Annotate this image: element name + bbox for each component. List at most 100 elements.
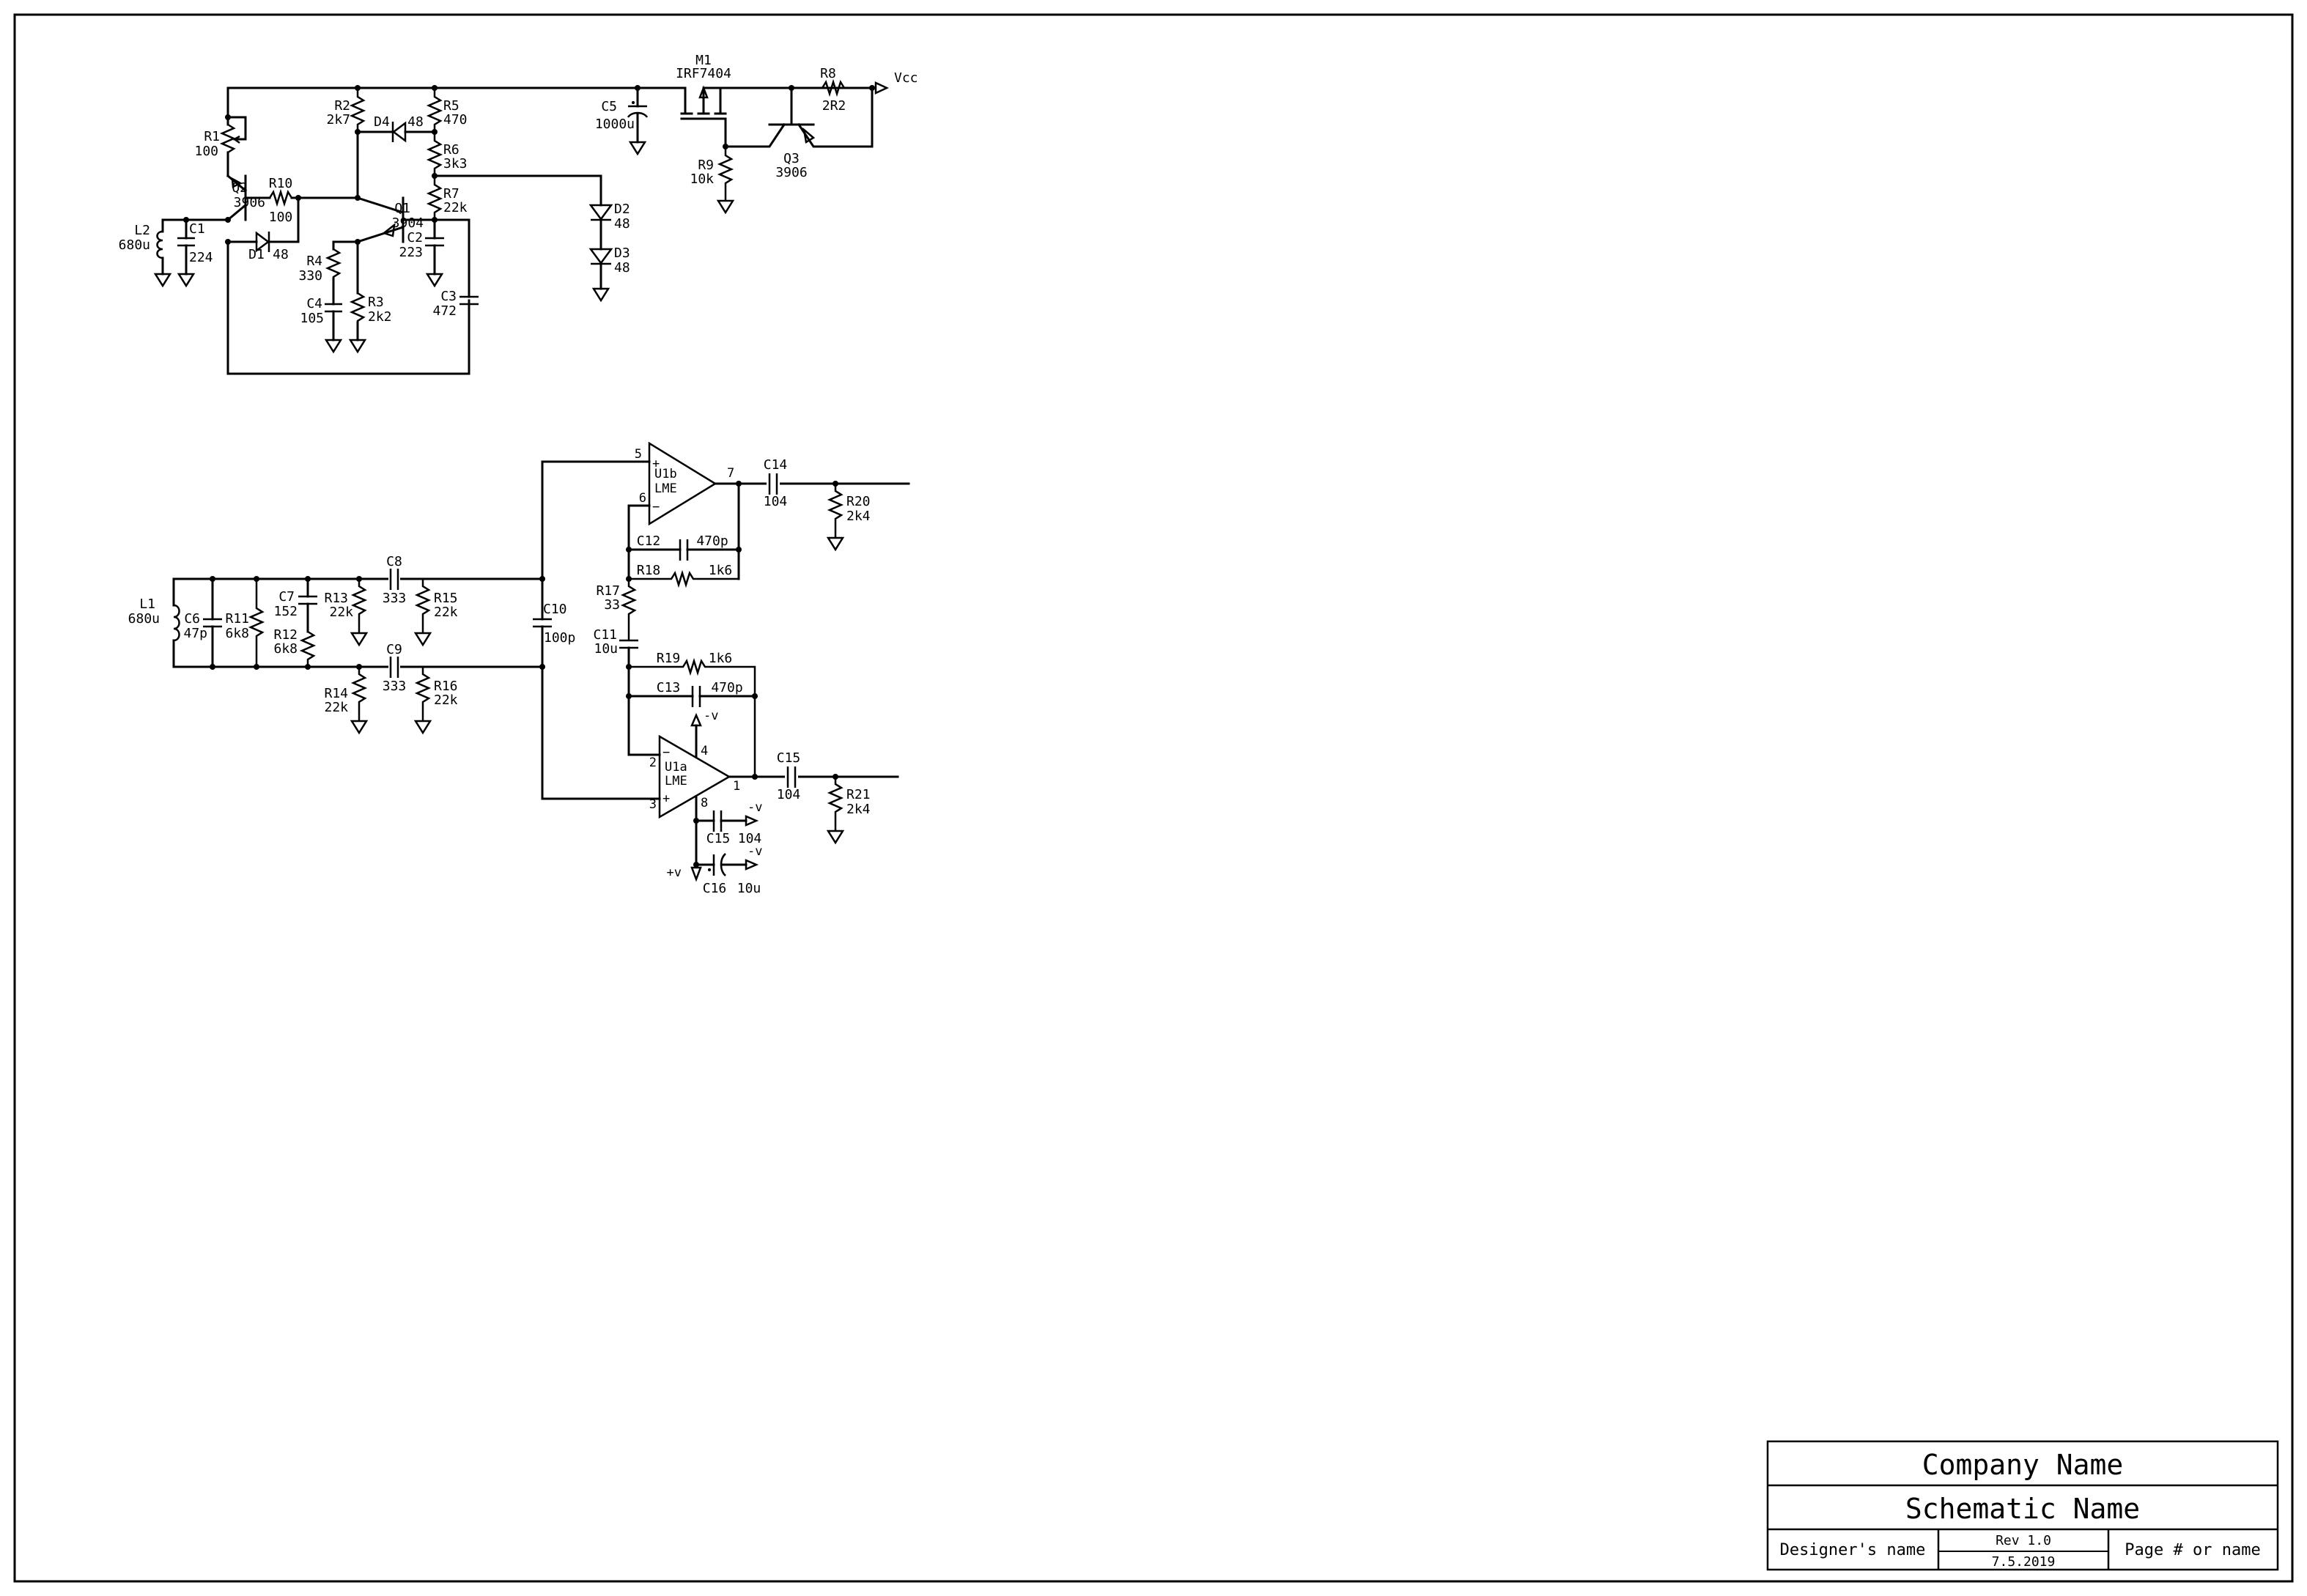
u1a-plus-sign: +	[662, 791, 670, 806]
r17-value: 33	[604, 597, 620, 613]
c2-value: 223	[399, 245, 423, 260]
r20-value: 2k4	[846, 509, 871, 524]
title-block: Company Name Schematic Name Designer's n…	[1766, 1440, 2279, 1571]
m1-ref: M1	[695, 53, 712, 68]
neg-supply-label: -v	[748, 800, 762, 815]
wire	[627, 646, 661, 756]
r10-ref: R10	[269, 176, 293, 191]
r6-value: 3k3	[443, 156, 468, 171]
wire	[402, 218, 470, 287]
capacitor-c8-icon	[389, 569, 399, 590]
diode-d4-icon	[391, 121, 407, 143]
u1b-ref: U1b	[654, 467, 677, 481]
company-name: Company Name	[1922, 1449, 2124, 1481]
resistor-r12-icon	[299, 630, 317, 667]
resistor-r3-icon	[349, 292, 366, 322]
resistor-r17-icon	[620, 579, 638, 640]
u1a-pin-out: 1	[733, 779, 740, 794]
c5-value: 1000u	[595, 117, 635, 132]
pos-supply-label: +v	[667, 865, 682, 880]
mosfet-m1-icon	[680, 85, 874, 148]
resistor-r7-icon	[426, 176, 443, 220]
r4-value: 330	[298, 268, 322, 284]
ground-icon	[413, 720, 432, 735]
r21-value: 2k4	[846, 802, 871, 817]
c10-ref: C10	[543, 602, 567, 617]
ground-icon	[348, 339, 367, 354]
c8-value: 333	[383, 591, 407, 606]
wire-r1-wiper	[226, 116, 247, 141]
neg-supply-label: -v	[704, 709, 718, 723]
c8-ref: C8	[386, 554, 402, 569]
c7-value: 152	[273, 604, 298, 619]
opamp-u1b-icon	[648, 441, 717, 526]
u1a-pin-plus: 3	[649, 797, 657, 812]
c16-value: 10u	[737, 881, 761, 896]
resistor-r21-icon	[827, 777, 844, 831]
c14-ref: C14	[764, 457, 788, 473]
d4-ref: D4	[374, 114, 390, 130]
u1b-pin-plus: 5	[635, 447, 642, 462]
capacitor-c16-icon	[708, 853, 726, 876]
q3-ref: Q3	[783, 151, 800, 166]
r9-value: 10k	[690, 171, 714, 187]
r18-value: 1k6	[709, 563, 733, 578]
ground-icon	[413, 632, 432, 647]
r14-value: 22k	[324, 700, 348, 715]
resistor-r9-icon	[717, 147, 734, 201]
r15-value: 22k	[434, 605, 458, 620]
d4-value: 48	[407, 114, 424, 130]
ground-icon	[628, 141, 647, 156]
r1-wiper-arrow-icon	[232, 135, 240, 144]
gap	[785, 769, 798, 784]
u1b-plus-sign: +	[652, 457, 660, 471]
resistor-r10-icon	[268, 188, 293, 207]
r8-value: 2R2	[822, 98, 846, 114]
q2-ref: Q2	[232, 180, 248, 196]
c16-ref: C16	[703, 881, 727, 896]
c15-out-ref: C15	[777, 750, 801, 766]
c11-value: 10u	[594, 641, 618, 657]
u1a-pin-vpos: 8	[701, 796, 708, 810]
c6-value: 47p	[183, 626, 207, 641]
r7-value: 22k	[443, 200, 468, 215]
d1-value: 48	[273, 247, 289, 262]
r20-ref: R20	[846, 494, 871, 509]
r2-value: 2k7	[326, 112, 350, 128]
c9-value: 333	[383, 679, 407, 694]
date: 7.5.2019	[1992, 1554, 2056, 1570]
r13-ref: R13	[324, 591, 348, 606]
u1a-minus-sign: −	[662, 745, 670, 760]
c1-value: 224	[189, 250, 213, 265]
title-block-frame	[1766, 1440, 2279, 1571]
ground-icon	[826, 830, 845, 845]
r12-ref: R12	[273, 627, 298, 643]
wire	[332, 240, 359, 251]
r16-value: 22k	[434, 692, 458, 708]
u1a-pin-minus: 2	[649, 755, 657, 770]
ground-icon	[350, 720, 369, 735]
c13-ref: C13	[657, 680, 681, 695]
r8-ref: R8	[820, 66, 836, 81]
resistor-r18-icon	[629, 569, 739, 588]
r19-value: 1k6	[709, 651, 733, 666]
r19-ref: R19	[657, 651, 681, 666]
q3-value: 3906	[775, 165, 807, 180]
ground-icon	[177, 273, 196, 288]
r2-ref: R2	[334, 98, 350, 114]
c9-ref: C9	[386, 642, 402, 657]
designer-name: Designer's name	[1780, 1541, 1926, 1559]
junction	[225, 217, 231, 223]
r15-ref: R15	[434, 591, 458, 606]
wire	[161, 218, 229, 233]
c12-ref: C12	[637, 533, 661, 549]
r14-ref: R14	[324, 686, 348, 701]
r1-ref: R1	[204, 129, 220, 144]
neg-supply-port-icon	[745, 859, 759, 871]
r7-ref: R7	[443, 186, 459, 202]
revision: Rev 1.0	[1996, 1533, 2051, 1548]
d3-ref: D3	[614, 245, 630, 261]
c12-value: 470p	[696, 533, 728, 549]
d3-value: 48	[614, 260, 630, 276]
c15-out-value: 104	[777, 787, 801, 802]
